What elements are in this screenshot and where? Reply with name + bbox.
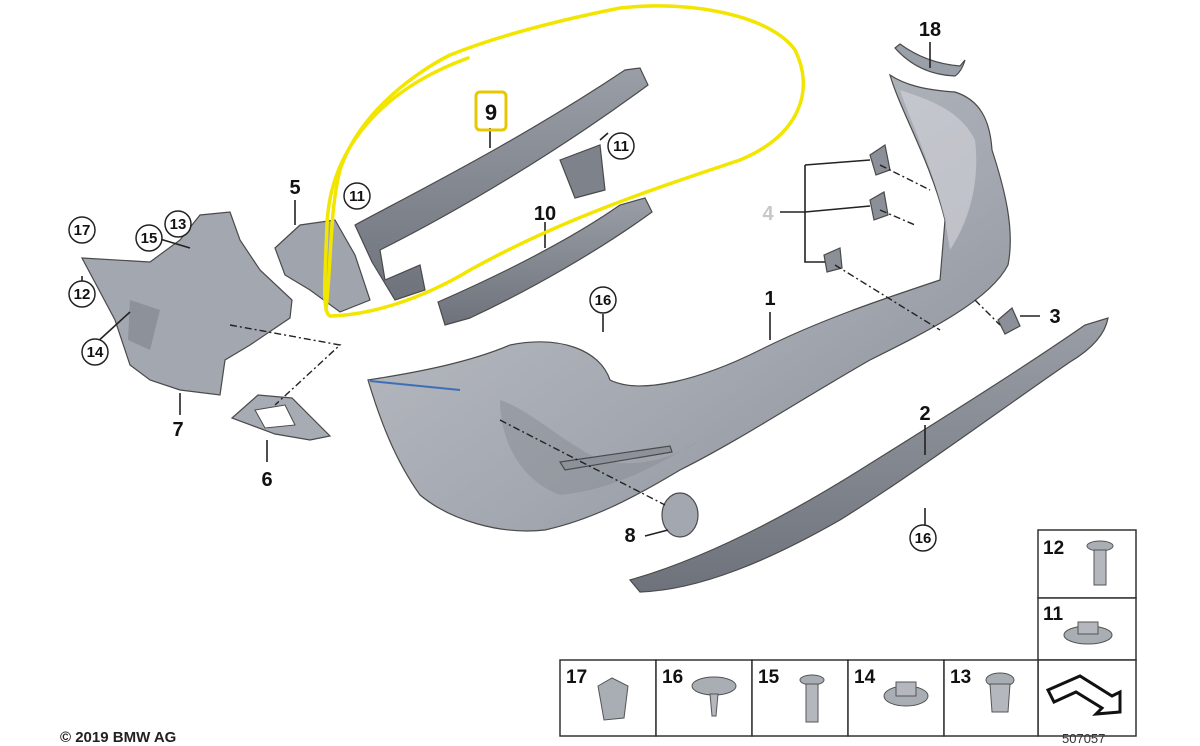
- clip-3-part: [997, 307, 1021, 335]
- clip-icon: [597, 677, 629, 721]
- hex-nut-icon: [883, 681, 929, 707]
- nut-icon: [1063, 621, 1113, 645]
- bracket-part: [274, 219, 371, 313]
- diagram-number: 507057: [1062, 731, 1106, 746]
- callout-5: 5: [289, 177, 300, 199]
- callout-1: 1: [764, 288, 775, 310]
- absorber-part: [437, 197, 653, 326]
- screw-icon: [799, 674, 825, 723]
- fastener-cell-15: [751, 659, 849, 737]
- callouts: 1 2 3 4 5 6 7 8 9 10 18: [172, 19, 1060, 547]
- fastener-cell-12: [1037, 529, 1137, 599]
- callout-12: 12: [74, 286, 91, 303]
- callout-16-upper: 16: [595, 292, 612, 309]
- clip-4b-part: [869, 191, 889, 221]
- diffuser-part: [628, 317, 1109, 593]
- fastener-label-15: 15: [758, 667, 780, 688]
- callout-13: 13: [170, 216, 187, 233]
- side-bracket-part: [80, 211, 293, 396]
- callout-16-lower: 16: [915, 530, 932, 547]
- callout-14: 14: [87, 344, 104, 361]
- bolt-icon: [1086, 540, 1114, 586]
- cap-part: [661, 492, 699, 538]
- callout-10: 10: [534, 203, 556, 225]
- fastener-table: 12 11 17 16 15 14: [559, 529, 1137, 737]
- callout-2: 2: [919, 403, 930, 425]
- callout-15: 15: [141, 230, 158, 247]
- expansion-rivet-icon: [691, 676, 737, 717]
- push-pin-icon: [985, 672, 1015, 713]
- callout-11-upper: 11: [613, 138, 629, 155]
- bumper-cover-part: [367, 73, 1011, 532]
- circled-callouts: 11 11 17 12 15 13 14 16 16: [68, 132, 937, 552]
- fastener-label-11: 11: [1043, 604, 1064, 625]
- callout-4: 4: [762, 203, 774, 225]
- callout-8: 8: [624, 525, 635, 547]
- fastener-label-12: 12: [1043, 538, 1064, 559]
- callout-18: 18: [919, 19, 941, 41]
- callout-11-left: 11: [349, 188, 365, 205]
- callout-7: 7: [172, 419, 183, 441]
- callout-3: 3: [1049, 306, 1060, 328]
- fastener-label-13: 13: [950, 667, 971, 688]
- leader-lines: [81, 42, 1040, 537]
- assembly-lines: [229, 164, 1001, 506]
- fastener-cell-16: [655, 659, 753, 737]
- clip-4a-part: [869, 144, 891, 176]
- copyright-text: © 2019 BMW AG: [60, 729, 177, 746]
- highlight-box-9: [474, 90, 508, 132]
- highlight-annotation: [323, 4, 805, 318]
- callout-17: 17: [74, 222, 91, 239]
- carrier-beam-part: [354, 67, 649, 301]
- fastener-label-17: 17: [566, 667, 587, 688]
- callout-6: 6: [261, 469, 272, 491]
- fastener-label-14: 14: [854, 667, 876, 688]
- direction-arrow-icon: [1045, 674, 1122, 716]
- callout-9: 9: [485, 100, 497, 125]
- fastener-label-16: 16: [662, 667, 683, 688]
